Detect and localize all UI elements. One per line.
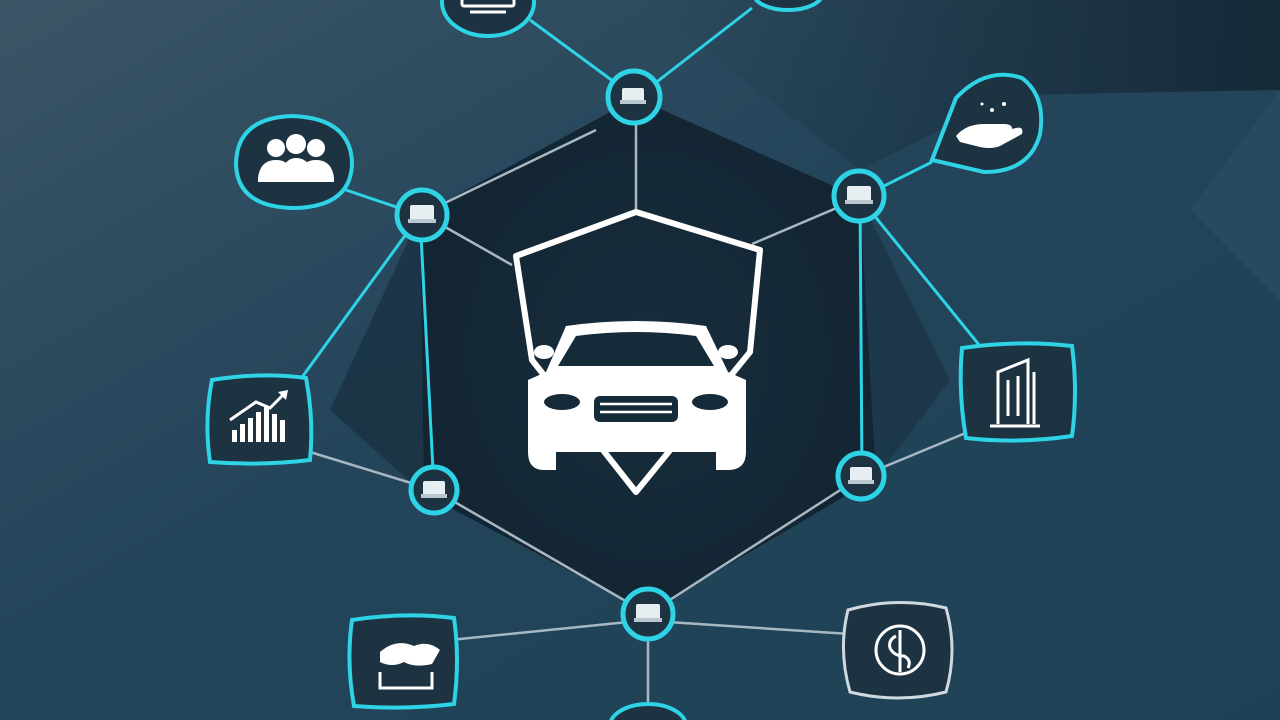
document-icon <box>634 604 662 622</box>
building-icon <box>990 357 1040 428</box>
money-cycle-icon <box>874 624 926 676</box>
card-money[interactable] <box>842 600 954 700</box>
document-icon <box>848 467 874 484</box>
background-shadow-panel <box>640 0 1280 170</box>
card-bottom[interactable] <box>609 702 687 720</box>
card-top-right[interactable] <box>753 0 823 12</box>
card-top[interactable] <box>440 0 536 38</box>
hub-bottom[interactable] <box>620 586 676 642</box>
background-facet <box>1190 90 1280 300</box>
handshake-icon <box>378 643 440 690</box>
hub-lower-left[interactable] <box>408 464 460 516</box>
monitor-icon <box>460 0 516 14</box>
document-icon <box>421 481 447 498</box>
card-people[interactable] <box>233 113 355 211</box>
hub-upper-left[interactable] <box>394 187 450 243</box>
hub-upper-right[interactable] <box>831 168 887 224</box>
hexagon-shadow-left <box>330 215 424 494</box>
document-icon <box>408 205 436 223</box>
card-hand[interactable] <box>929 72 1044 175</box>
hexagon-shadow-right <box>860 198 950 478</box>
card-handshake[interactable] <box>347 613 459 710</box>
people-group-icon <box>258 134 334 182</box>
card-building[interactable] <box>958 341 1077 443</box>
bar-chart-icon <box>229 390 288 442</box>
document-icon <box>845 186 873 204</box>
hub-lower-right[interactable] <box>835 450 887 502</box>
car-shield-icon <box>513 209 763 495</box>
document-icon <box>620 88 646 104</box>
helping-hand-icon <box>956 102 1023 148</box>
hub-top[interactable] <box>605 68 663 126</box>
card-chart[interactable] <box>205 373 314 466</box>
